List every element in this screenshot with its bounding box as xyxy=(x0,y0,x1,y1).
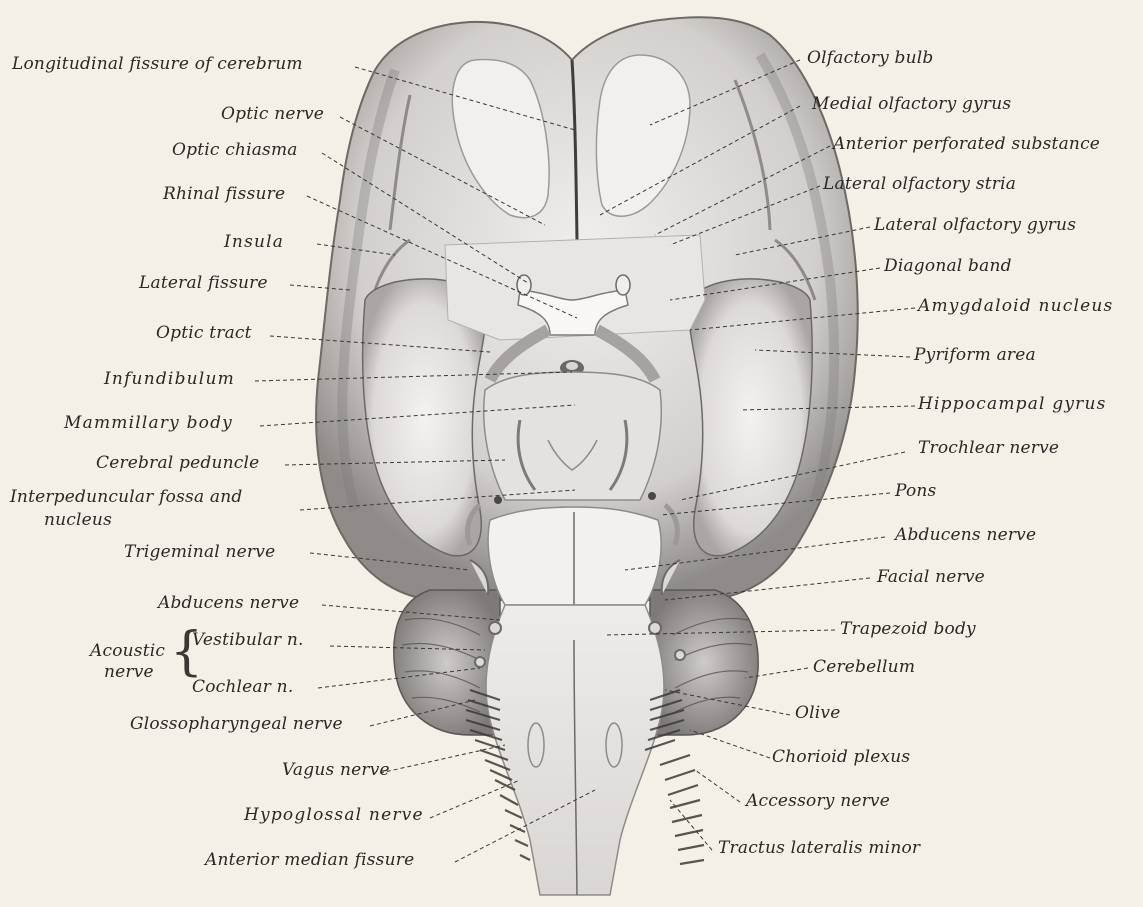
label-diagonal-band: Diagonal band xyxy=(884,258,1012,275)
label-amygdaloid-nucleus: Amygdaloid nucleus xyxy=(918,298,1114,315)
label-rhinal-fissure: Rhinal fissure xyxy=(163,186,285,203)
label-optic-tract: Optic tract xyxy=(156,325,252,342)
label-trapezoid-body: Trapezoid body xyxy=(840,621,976,638)
label-accessory-nerve: Accessory nerve xyxy=(746,793,890,810)
label-acoustic-nerve-2: nerve xyxy=(104,664,154,681)
label-cerebellum: Cerebellum xyxy=(813,659,915,676)
label-lateral-olfactory-stria: Lateral olfactory stria xyxy=(823,176,1016,193)
label-anterior-perforated-substance: Anterior perforated substance xyxy=(833,136,1100,153)
label-chorioid-plexus: Chorioid plexus xyxy=(772,749,910,766)
label-hippocampal-gyrus: Hippocampal gyrus xyxy=(918,396,1107,413)
label-cochlear-n: Cochlear n. xyxy=(192,679,293,696)
label-abducens-nerve-right: Abducens nerve xyxy=(895,527,1036,544)
label-vestibular-n: Vestibular n. xyxy=(192,632,304,649)
label-hypoglossal-nerve: Hypoglossal nerve xyxy=(244,807,424,824)
label-cerebral-peduncle: Cerebral peduncle xyxy=(96,455,259,472)
label-trigeminal-nerve: Trigeminal nerve xyxy=(124,544,275,561)
label-optic-nerve: Optic nerve xyxy=(221,106,324,123)
label-insula: Insula xyxy=(224,234,284,251)
label-acoustic-nerve-1: Acoustic xyxy=(90,643,165,660)
label-glossopharyngeal-nerve: Glossopharyngeal nerve xyxy=(130,716,343,733)
label-tractus-lateralis-minor: Tractus lateralis minor xyxy=(718,840,920,857)
label-mammillary-body: Mammillary body xyxy=(64,415,233,432)
label-infundibulum: Infundibulum xyxy=(104,371,235,388)
label-trochlear-nerve: Trochlear nerve xyxy=(918,440,1059,457)
label-olfactory-bulb: Olfactory bulb xyxy=(807,50,933,67)
label-lateral-olfactory-gyrus: Lateral olfactory gyrus xyxy=(874,217,1076,234)
label-vagus-nerve: Vagus nerve xyxy=(282,762,390,779)
cerebral-peduncles xyxy=(484,372,662,500)
label-pyriform-area: Pyriform area xyxy=(914,347,1036,364)
label-abducens-nerve-left: Abducens nerve xyxy=(158,595,299,612)
label-optic-chiasma: Optic chiasma xyxy=(172,142,298,159)
label-longitudinal-fissure: Longitudinal fissure of cerebrum xyxy=(12,56,303,73)
label-facial-nerve: Facial nerve xyxy=(877,569,985,586)
label-interpeduncular-fossa-1: Interpeduncular fossa and xyxy=(10,489,242,506)
label-pons: Pons xyxy=(895,483,936,500)
label-medial-olfactory-gyrus: Medial olfactory gyrus xyxy=(812,96,1011,113)
cerebellum-right xyxy=(650,590,758,735)
label-lateral-fissure: Lateral fissure xyxy=(139,275,268,292)
label-olive: Olive xyxy=(795,705,840,722)
label-interpeduncular-fossa-2: nucleus xyxy=(44,512,112,529)
label-anterior-median-fissure: Anterior median fissure xyxy=(205,852,414,869)
